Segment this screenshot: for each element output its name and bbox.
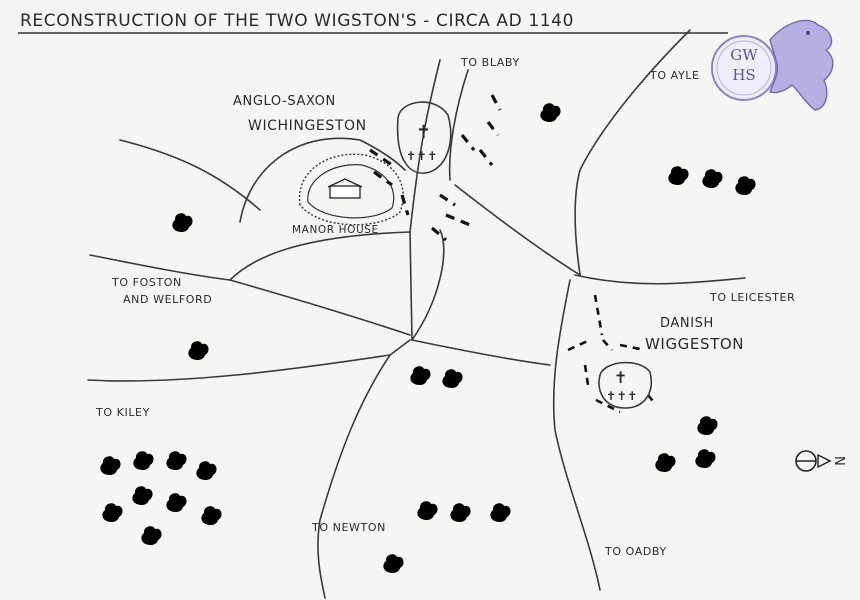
danish-churchyard: ✝ ✝✝✝ [598,361,652,409]
road-to-newton [317,354,391,599]
label-wiggeston: WIGGESTON [645,335,744,353]
svg-text:✝✝✝: ✝✝✝ [606,389,638,403]
label-to-foston: TO FOSTON [111,276,182,289]
svg-text:✝: ✝ [614,368,628,387]
label-danish: DANISH [660,316,714,331]
label-to-kiley: TO KILEY [95,406,150,419]
manor-house-icon [329,185,361,199]
road-northwest-to-village [119,139,261,211]
north-arrow: N [795,450,846,472]
road-middle-field [411,229,445,341]
map-title: RECONSTRUCTION OF THE TWO WIGSTON'S - CI… [20,11,574,31]
road-diag-to-junction [454,184,581,276]
road-to-blaby [409,59,441,233]
label-to-ayle: TO AYLE [649,69,700,82]
road-centre-link [389,339,411,356]
lion-icon [769,19,834,111]
road-to-ayle [574,29,691,276]
label-to-blaby: TO BLABY [460,56,520,69]
road-village-main [229,231,411,281]
boundary-marks [369,94,658,414]
label-wichingeston: WICHINGESTON [248,118,367,134]
label-and-welford: AND WELFORD [123,293,212,306]
manor-house-enclosure [298,153,404,226]
road-to-leicester [574,274,746,285]
road-village-south [229,279,411,336]
road-loop-west [239,137,406,223]
road-south-oadby [552,279,601,591]
label-to-leicester: TO LEICESTER [709,291,795,304]
north-arrow-label: N [831,456,846,466]
road-vertical-village [409,231,413,341]
svg-text:✝: ✝ [416,122,432,143]
road-foston-junction [89,254,231,281]
label-manor-house: MANOR HOUSE [292,224,379,236]
label-anglo-saxon: ANGLO-SAXON [233,94,336,109]
svg-text:✝✝✝: ✝✝✝ [406,149,438,163]
label-to-newton: TO NEWTON [311,521,386,534]
anglo-saxon-churchyard: ✝ ✝✝✝ [396,101,452,174]
roads [87,29,746,599]
road-middle-east [411,339,551,366]
road-to-kiley [87,354,391,382]
label-to-oadby: TO OADBY [604,545,667,558]
road-to-blaby-b [448,69,469,181]
